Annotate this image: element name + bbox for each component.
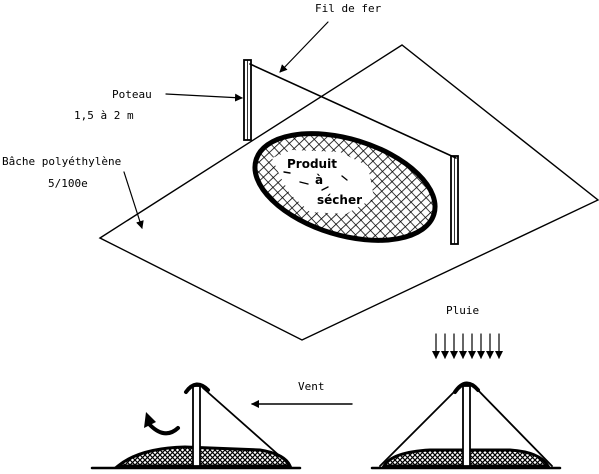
wind-tarp: [113, 445, 293, 468]
sheet-arrow: [123, 171, 144, 229]
sheet-label-line1: Bâche polyéthylène: [2, 155, 121, 168]
wind-pole: [192, 385, 201, 467]
wire-arrow: [279, 21, 329, 73]
main-view: Fil de fer Poteau 1,5 à 2 m Bâche polyét…: [2, 2, 599, 341]
pole-arrow: [165, 93, 243, 102]
rain-pole: [462, 385, 471, 467]
wire: [249, 63, 457, 159]
product-label-line2: à: [315, 173, 323, 187]
pole-label-line1: Poteau: [112, 88, 152, 101]
product-texture: [283, 171, 348, 191]
wire-label: Fil de fer: [315, 2, 382, 15]
sheet-label-line2: 5/100e: [48, 177, 88, 190]
pole-label-line2: 1,5 à 2 m: [74, 109, 134, 122]
rain-view: Pluie: [370, 304, 562, 470]
wind-label: Vent: [298, 380, 325, 393]
wind-view: Vent: [90, 380, 353, 470]
product-patch: [272, 150, 374, 214]
product-label-line3: sécher: [317, 193, 362, 207]
curl-arrow: [148, 423, 180, 436]
product-label-line1: Produit: [287, 157, 337, 171]
rain-arrows: [432, 333, 503, 359]
rain-label: Pluie: [446, 304, 479, 317]
